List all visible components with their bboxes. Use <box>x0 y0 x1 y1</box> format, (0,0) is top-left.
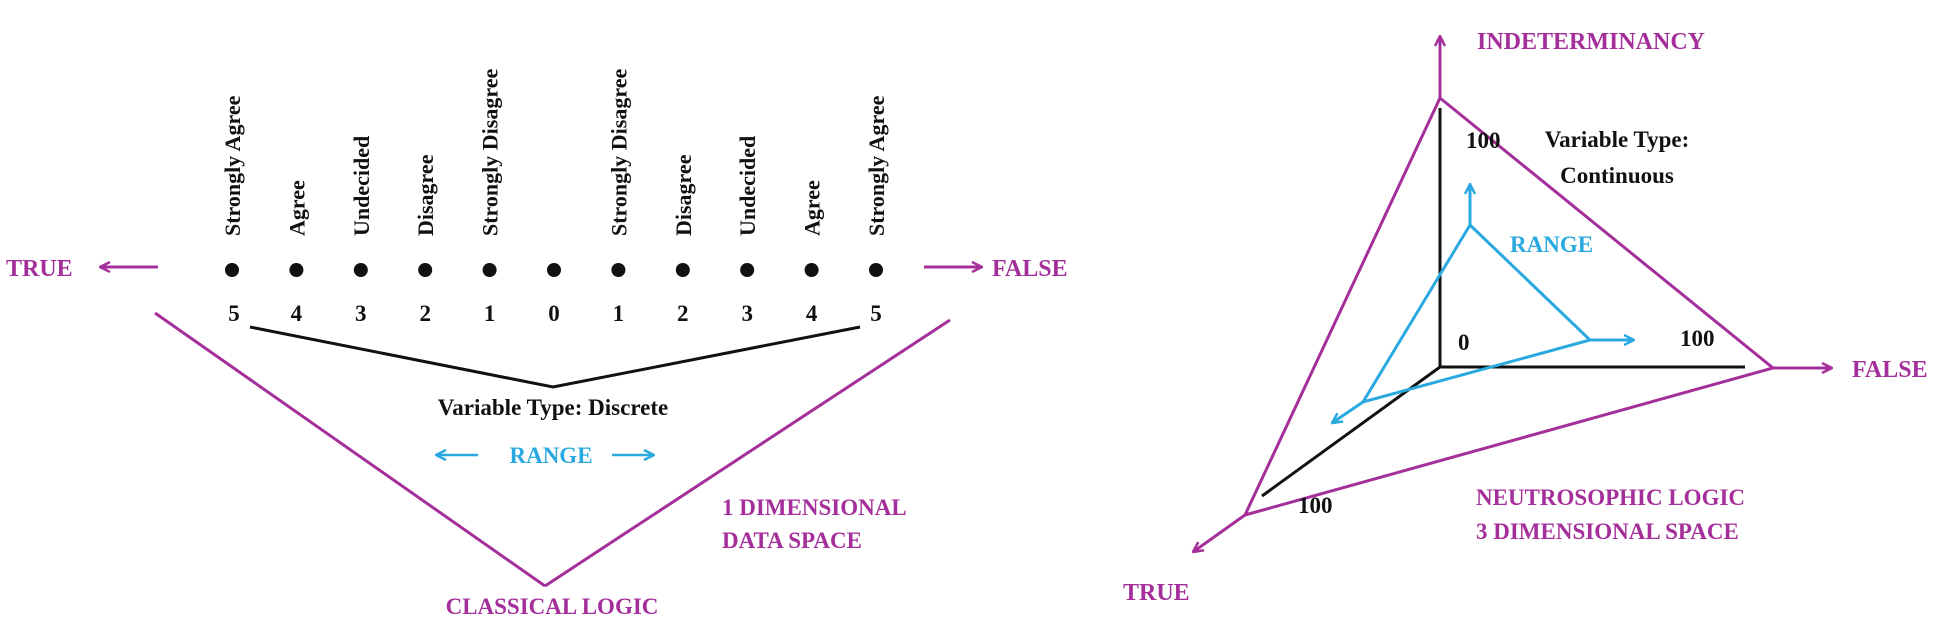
range-triangle <box>1359 222 1593 405</box>
tick-right-100: 100 <box>1680 326 1715 351</box>
scale-point <box>869 263 883 277</box>
tick-bottom-100: 100 <box>1298 493 1333 518</box>
scale-option-label: Agree <box>800 180 825 236</box>
neutro-logic-line1: NEUTROSOPHIC LOGIC <box>1476 485 1745 510</box>
classical-wedge-left <box>154 311 546 588</box>
scale-option-label: Agree <box>284 180 309 236</box>
axis-true-black <box>1261 365 1441 498</box>
neutro-range-label: RANGE <box>1510 232 1593 257</box>
scale-option-label: Undecided <box>735 136 760 236</box>
classical-range-label: RANGE <box>509 443 592 468</box>
scale-point <box>740 263 755 277</box>
scale-score: 1 <box>613 301 625 326</box>
scale-option-label: Strongly Disagree <box>606 69 631 236</box>
false-label: FALSE <box>992 256 1068 282</box>
scale-score: 4 <box>291 301 303 326</box>
scale-option-label: Strongly Disagree <box>478 69 503 236</box>
scale-score: 0 <box>548 301 560 326</box>
score-bracket <box>249 325 861 389</box>
scale-score: 3 <box>355 301 367 326</box>
scale-point <box>611 263 626 277</box>
origin-label: 0 <box>1458 330 1470 355</box>
scale-option-label: Strongly Agree <box>220 95 245 236</box>
scale-score: 2 <box>677 301 689 326</box>
scale-point <box>289 263 304 277</box>
scale-option-label: Disagree <box>671 154 696 236</box>
scale-score: 4 <box>806 301 818 326</box>
neutrosophic-logic-panel: INDETERMINANCY FALSE TRUE 100 100 100 0 … <box>1123 29 1928 606</box>
scale-point <box>547 263 561 277</box>
continuous-variable-type-line1: Variable Type: <box>1545 127 1690 152</box>
neutrosophic-triangle <box>1242 95 1777 518</box>
scale-point <box>225 263 239 277</box>
scale-option-label: Disagree <box>413 154 438 236</box>
scale-point <box>418 263 433 277</box>
range-arrow-down-left <box>1332 400 1364 423</box>
scale-score: 5 <box>870 301 882 326</box>
scale-point <box>675 263 690 277</box>
arrow-true <box>1193 513 1246 552</box>
classical-wedge-right <box>544 318 951 588</box>
scale-point <box>482 263 497 277</box>
dimension-label-line1: 1 DIMENSIONAL <box>722 495 907 520</box>
neutro-false-label: FALSE <box>1852 357 1928 383</box>
classical-logic-label: CLASSICAL LOGIC <box>446 594 659 618</box>
scale-score: 1 <box>484 301 496 326</box>
discrete-variable-type: Variable Type: Discrete <box>438 395 668 420</box>
tick-top-100: 100 <box>1466 128 1501 153</box>
scale-option-label: Strongly Agree <box>864 95 889 236</box>
classical-logic-panel: TRUE FALSE Strongly Agree 5 Agree 4 Undecide… <box>6 69 1068 618</box>
scale-point <box>804 263 819 277</box>
likert-scale: Strongly Agree 5 Agree 4 Undecided 3 Disagree 2… <box>220 69 889 326</box>
scale-score: 2 <box>419 301 431 326</box>
scale-point <box>353 263 368 277</box>
scale-option-label: Undecided <box>349 136 374 236</box>
neutro-true-label: TRUE <box>1123 580 1190 606</box>
neutro-logic-line2: 3 DIMENSIONAL SPACE <box>1476 519 1739 544</box>
indeterminancy-label: INDETERMINANCY <box>1477 29 1705 55</box>
scale-score: 3 <box>741 301 753 326</box>
dimension-label-line2: DATA SPACE <box>722 528 862 553</box>
scale-score: 5 <box>228 301 240 326</box>
continuous-variable-type-line2: Continuous <box>1560 163 1674 188</box>
true-label: TRUE <box>6 256 73 282</box>
